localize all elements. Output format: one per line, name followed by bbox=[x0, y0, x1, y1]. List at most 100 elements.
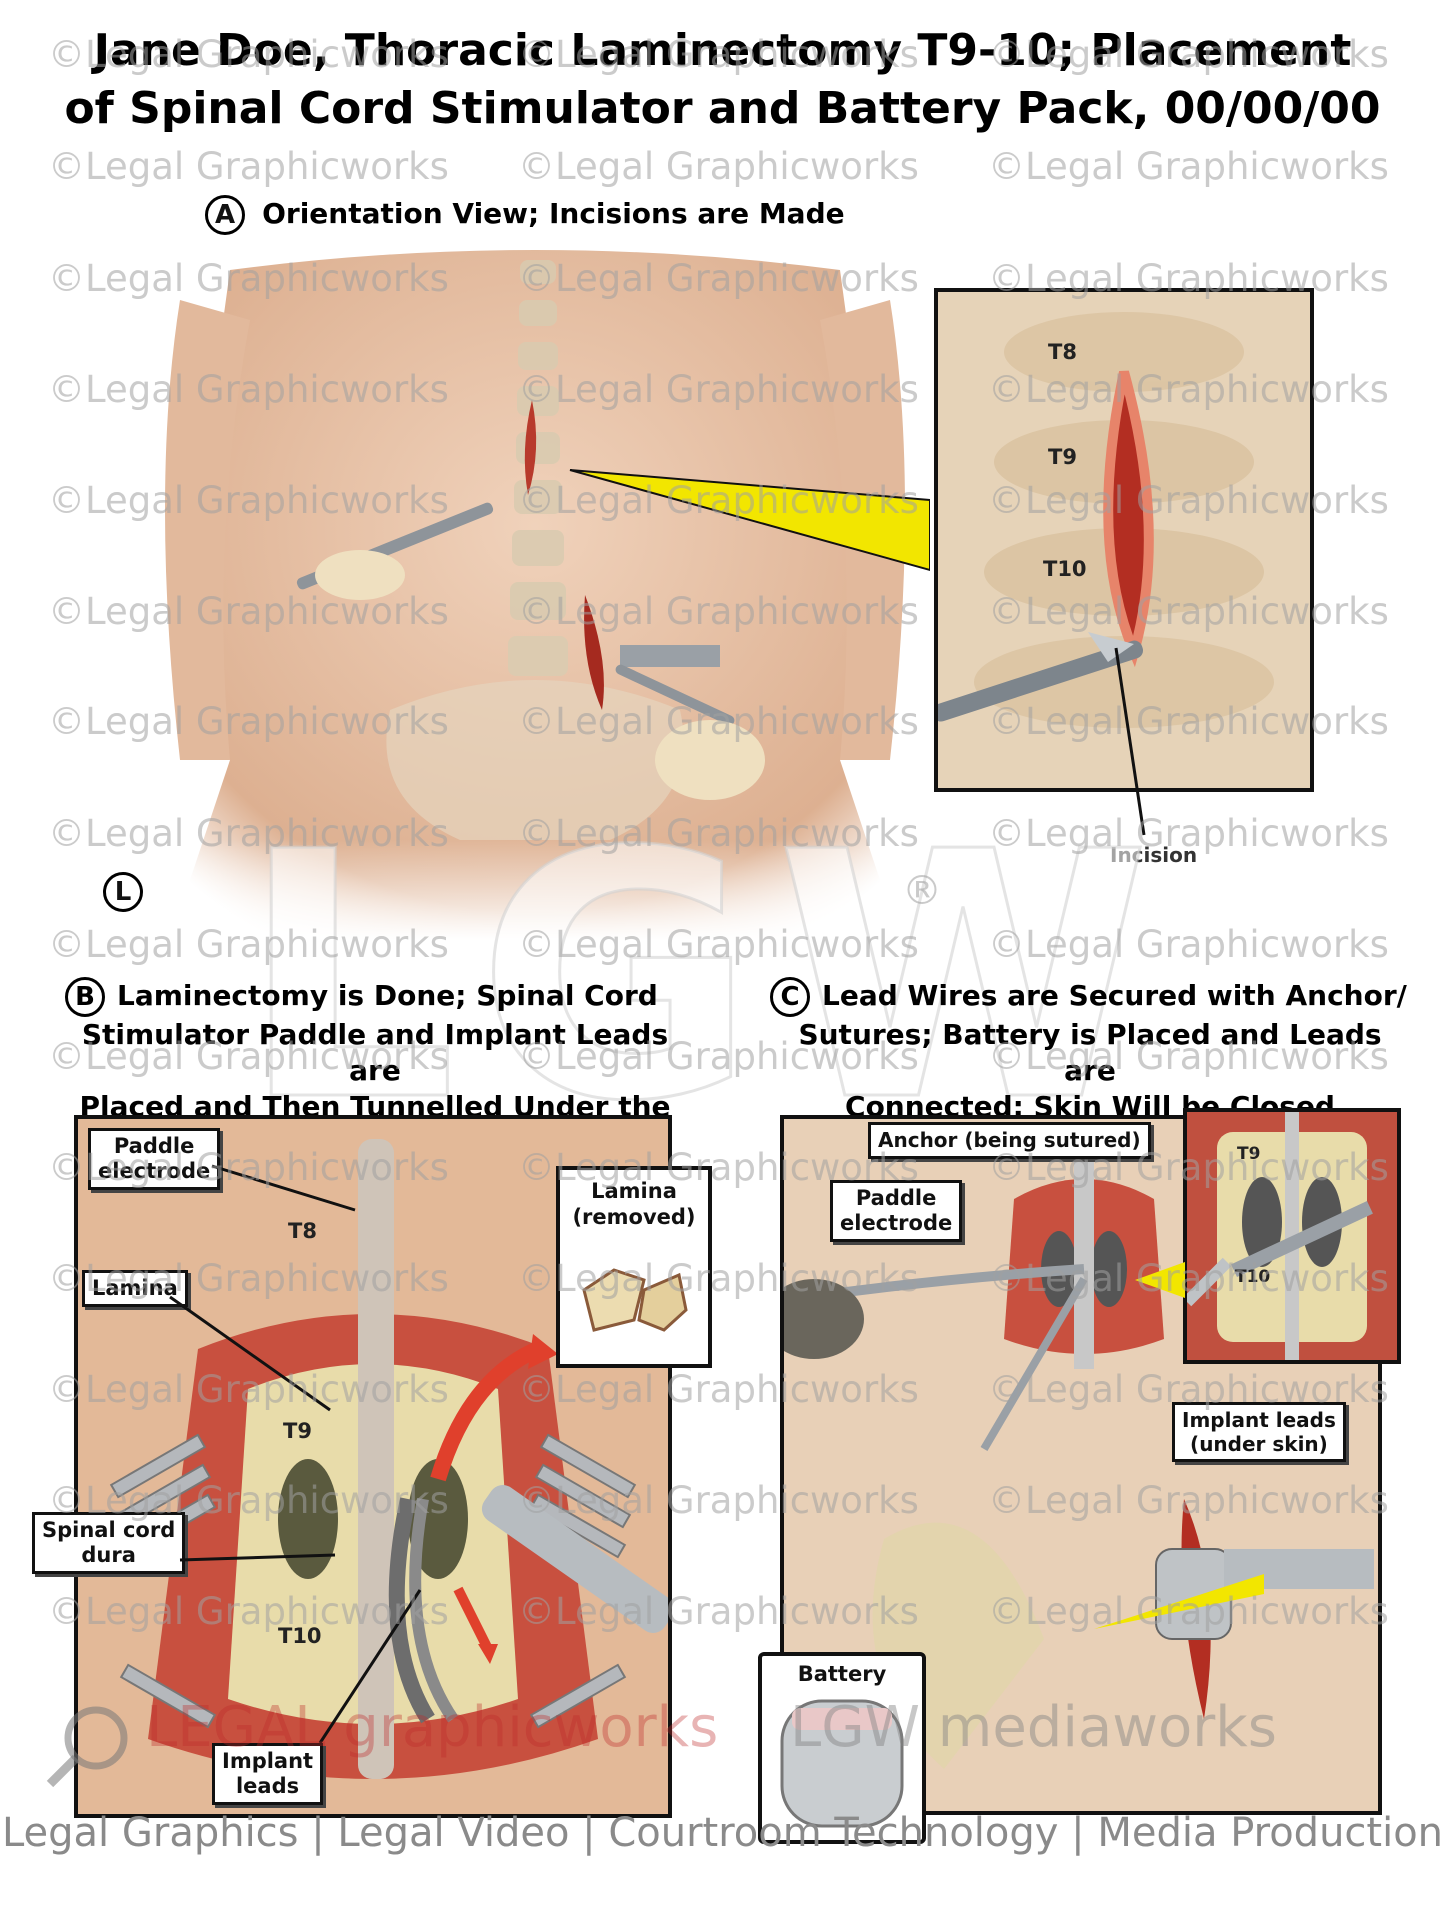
watermark-r2c3: ©Legal Graphicworks bbox=[988, 145, 1389, 188]
paddle-electrode-label-b: Paddle electrode bbox=[88, 1128, 221, 1190]
watermark-r2c1: ©Legal Graphicworks bbox=[48, 145, 449, 188]
watermark-r9c1: ©Legal Graphicworks bbox=[48, 923, 449, 966]
watermark-r14c2: ©Legal Graphicworks bbox=[518, 1479, 919, 1522]
incision-label: Incision bbox=[1110, 843, 1198, 867]
watermark-r3c3: ©Legal Graphicworks bbox=[988, 257, 1389, 300]
title-line-2: of Spinal Cord Stimulator and Battery Pa… bbox=[64, 83, 1381, 134]
anchor-label: Anchor (being sutured) bbox=[868, 1122, 1151, 1159]
watermark-r11c1: ©Legal Graphicworks bbox=[48, 1146, 449, 1189]
watermark-r15c3: ©Legal Graphicworks bbox=[988, 1590, 1389, 1633]
watermark-r13c2: ©Legal Graphicworks bbox=[518, 1368, 919, 1411]
anchor-inset-pointer bbox=[1135, 1262, 1185, 1298]
inset-c-level-t10: T10 bbox=[1235, 1267, 1271, 1287]
anchor-closeup-inset: T9 T10 bbox=[1183, 1108, 1401, 1364]
back-orientation-illustration bbox=[140, 250, 930, 940]
panel-c-letter: C bbox=[770, 977, 810, 1017]
watermark-r5c1: ©Legal Graphicworks bbox=[48, 479, 449, 522]
leads-label-c-line-2: (under skin) bbox=[1190, 1432, 1328, 1456]
watermark-r14c1: ©Legal Graphicworks bbox=[48, 1479, 449, 1522]
brand-lgw-mediaworks: LGW mediaworks bbox=[790, 1695, 1277, 1760]
inset-c-level-t9: T9 bbox=[1237, 1144, 1261, 1164]
watermark-r4c3: ©Legal Graphicworks bbox=[988, 368, 1389, 411]
watermark-r6c3: ©Legal Graphicworks bbox=[988, 590, 1389, 633]
inset-level-t9: T9 bbox=[1048, 445, 1077, 469]
implant-leads-label-c: Implant leads (under skin) bbox=[1172, 1402, 1346, 1462]
implant-leads-label-b: Implant leads bbox=[212, 1743, 324, 1805]
panel-b-caption-line-2: Stimulator Paddle and Implant Leads are bbox=[81, 1018, 669, 1087]
panel-b-caption-line-1: Laminectomy is Done; Spinal Cord bbox=[117, 979, 658, 1012]
watermark-r10c2: ©Legal Graphicworks bbox=[518, 1035, 919, 1078]
watermark-r12c2: ©Legal Graphicworks bbox=[518, 1257, 919, 1300]
lamina-removed-line-1: Lamina bbox=[591, 1179, 677, 1203]
watermark-r14c3: ©Legal Graphicworks bbox=[988, 1479, 1389, 1522]
battery-label: Battery bbox=[797, 1662, 887, 1686]
watermark-r13c3: ©Legal Graphicworks bbox=[988, 1368, 1389, 1411]
magnifier-icon bbox=[46, 1706, 128, 1788]
panel-c-caption-line-1: Lead Wires are Secured with Anchor/ bbox=[822, 979, 1407, 1012]
watermark-r15c1: ©Legal Graphicworks bbox=[48, 1590, 449, 1633]
paddle-label-c-line-1: Paddle bbox=[855, 1186, 937, 1210]
battery-inset: Battery bbox=[758, 1652, 926, 1844]
watermark-r4c2: ©Legal Graphicworks bbox=[518, 368, 919, 411]
watermark-r9c2: ©Legal Graphicworks bbox=[518, 923, 919, 966]
panel-a-caption: A Orientation View; Incisions are Made bbox=[205, 195, 845, 235]
watermark-r3c2: ©Legal Graphicworks bbox=[518, 257, 919, 300]
panel-b-level-t10: T10 bbox=[278, 1624, 322, 1648]
watermark-r6c1: ©Legal Graphicworks bbox=[48, 590, 449, 633]
dura-label-line-2: dura bbox=[81, 1543, 136, 1567]
paddle-label-b-line-1: Paddle bbox=[113, 1134, 195, 1158]
watermark-r10c1: ©Legal Graphicworks bbox=[48, 1035, 449, 1078]
panel-b-letter: B bbox=[65, 977, 105, 1017]
watermark-r12c1: ©Legal Graphicworks bbox=[48, 1257, 449, 1300]
watermark-r9c3: ©Legal Graphicworks bbox=[988, 923, 1389, 966]
brand-legal-graphicworks: LEGAL graphicworks bbox=[146, 1695, 719, 1760]
panel-b-level-t8: T8 bbox=[288, 1219, 317, 1243]
watermark-r15c2: ©Legal Graphicworks bbox=[518, 1590, 919, 1633]
watermark-r2c2: ©Legal Graphicworks bbox=[518, 145, 919, 188]
panel-c-caption-line-2: Sutures; Battery is Placed and Leads are bbox=[798, 1018, 1382, 1087]
watermark-r12c3: ©Legal Graphicworks bbox=[988, 1257, 1389, 1300]
lgw-background-logo: LGW bbox=[239, 779, 1171, 1178]
registered-mark: ® bbox=[902, 868, 942, 914]
watermark-r7c1: ©Legal Graphicworks bbox=[48, 700, 449, 743]
watermark-r5c3: ©Legal Graphicworks bbox=[988, 479, 1389, 522]
anchor-closeup-illustration bbox=[1187, 1112, 1397, 1360]
watermark-r3c1: ©Legal Graphicworks bbox=[48, 257, 449, 300]
left-side-marker: L bbox=[103, 872, 143, 912]
lamina-removed-line-2: (removed) bbox=[572, 1205, 696, 1229]
footer-services: Legal Graphics | Legal Video | Courtroom… bbox=[1, 1810, 1444, 1856]
paddle-electrode-label-c: Paddle electrode bbox=[830, 1180, 963, 1242]
leads-label-c-line-1: Implant leads bbox=[1182, 1408, 1336, 1432]
watermark-r1c3: ©Legal Graphicworks bbox=[988, 33, 1389, 76]
leads-label-b-line-2: leads bbox=[235, 1774, 300, 1798]
left-side-letter: L bbox=[103, 872, 143, 912]
watermark-r11c2: ©Legal Graphicworks bbox=[518, 1146, 919, 1189]
watermark-r7c2: ©Legal Graphicworks bbox=[518, 700, 919, 743]
watermark-r13c1: ©Legal Graphicworks bbox=[48, 1368, 449, 1411]
watermark-r8c2: ©Legal Graphicworks bbox=[518, 812, 919, 855]
lamina-label: Lamina bbox=[82, 1270, 188, 1307]
spinal-cord-dura-label: Spinal cord dura bbox=[32, 1512, 186, 1574]
watermark-r5c2: ©Legal Graphicworks bbox=[518, 479, 919, 522]
panel-a-letter: A bbox=[205, 195, 245, 235]
watermark-r11c3: ©Legal Graphicworks bbox=[988, 1146, 1389, 1189]
title-line-1: Jane Doe, Thoracic Laminectomy T9-10; Pl… bbox=[93, 25, 1352, 76]
watermark-r4c1: ©Legal Graphicworks bbox=[48, 368, 449, 411]
dura-label-line-1: Spinal cord bbox=[42, 1518, 176, 1542]
watermark-r8c3: ©Legal Graphicworks bbox=[988, 812, 1389, 855]
watermark-r1c2: ©Legal Graphicworks bbox=[518, 33, 919, 76]
watermark-r8c1: ©Legal Graphicworks bbox=[48, 812, 449, 855]
watermark-r7c3: ©Legal Graphicworks bbox=[988, 700, 1389, 743]
page-title: Jane Doe, Thoracic Laminectomy T9-10; Pl… bbox=[20, 22, 1425, 138]
leads-label-b-line-1: Implant bbox=[222, 1749, 314, 1773]
watermark-r10c3: ©Legal Graphicworks bbox=[988, 1035, 1389, 1078]
watermark-r6c2: ©Legal Graphicworks bbox=[518, 590, 919, 633]
battery-illustration bbox=[780, 1699, 904, 1828]
paddle-label-b-line-2: electrode bbox=[98, 1159, 211, 1183]
bone-fragments-illustration bbox=[582, 1268, 688, 1332]
inset-level-t8: T8 bbox=[1048, 340, 1077, 364]
lamina-removed-inset: Lamina (removed) bbox=[556, 1166, 712, 1368]
inset-level-t10: T10 bbox=[1043, 557, 1087, 581]
panel-a-caption-text: Orientation View; Incisions are Made bbox=[262, 197, 845, 230]
lamina-removed-label: Lamina (removed) bbox=[560, 1178, 708, 1230]
